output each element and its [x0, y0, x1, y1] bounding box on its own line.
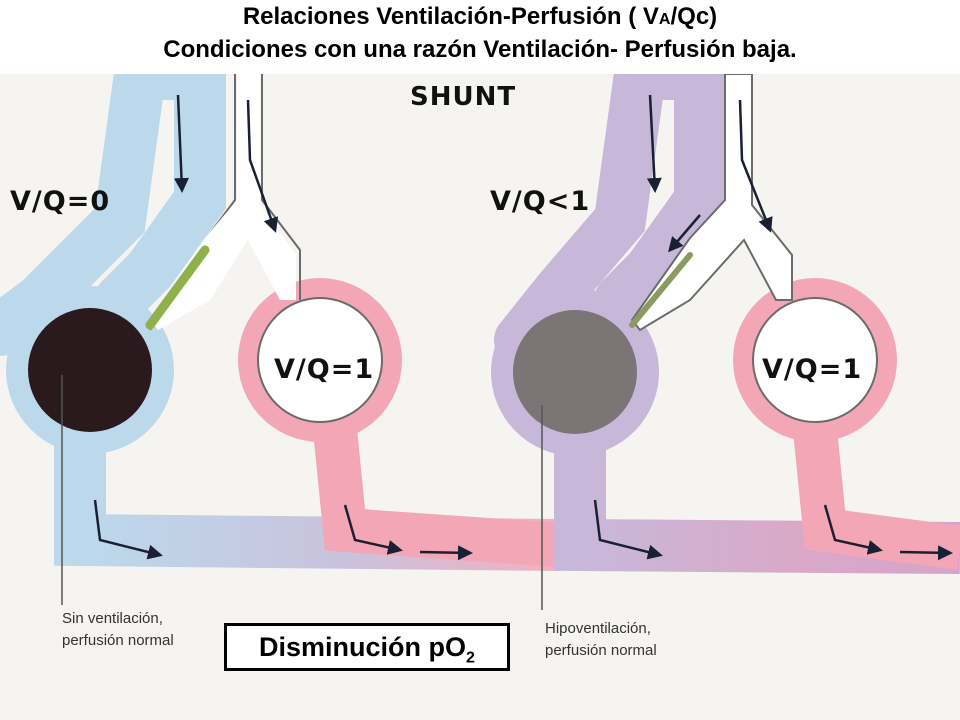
flow-arrow-right-5 — [823, 504, 883, 555]
flow-arrow-right-4 — [593, 499, 663, 560]
collapsed-alveolus — [28, 308, 152, 432]
airway-fill-right — [630, 74, 793, 332]
arterial-vessel-left — [313, 427, 562, 567]
caption-right: Hipoventilación, perfusión normal — [545, 618, 657, 662]
airway-fill-left — [150, 74, 296, 330]
slide-title-line2: Condiciones con una razón Ventilación- P… — [163, 36, 797, 63]
venous-vessel-right — [494, 74, 726, 366]
flow-arrow-left-4 — [343, 504, 403, 555]
ratio-label-left-blocked: V/Q=0 — [10, 186, 111, 217]
caption-left-line1: Sin ventilación, — [62, 610, 163, 627]
flow-arrow-right-3 — [668, 214, 701, 253]
ventilation-perfusion-figure — [0, 74, 960, 720]
venous-vessel-left — [0, 74, 226, 356]
ratio-label-right-normal: V/Q=1 — [762, 354, 863, 385]
flow-arrow-left-3 — [93, 499, 163, 560]
slide-title-line1: Relaciones Ventilación-Perfusión ( VA/Qc… — [0, 0, 960, 35]
left-panel — [0, 74, 562, 605]
flow-arrow-right-2 — [738, 99, 773, 233]
ratio-label-left-normal: V/Q=1 — [274, 354, 375, 385]
ventilated-alveolus-right — [752, 297, 878, 423]
flow-arrow-right-1 — [646, 94, 662, 193]
vq-diagram-svg — [0, 74, 960, 610]
title-suffix: /Qc) — [670, 3, 718, 30]
ratio-label-right-hypo: V/Q<1 — [490, 186, 591, 217]
flow-arrow-left-2 — [246, 99, 279, 233]
ventilated-alveolus-left — [257, 297, 383, 423]
title-subscript: A — [658, 11, 671, 28]
airway-obstruction — [145, 245, 210, 330]
arterial-vessel-right — [793, 427, 960, 570]
caption-right-line2: perfusión normal — [545, 642, 657, 659]
caption-right-line1: Hipoventilación, — [545, 620, 651, 637]
right-panel — [491, 74, 960, 610]
result-subscript: 2 — [466, 649, 475, 667]
partial-obstruction — [629, 252, 693, 328]
flow-arrow-left-1 — [174, 94, 189, 193]
title-prefix: Relaciones Ventilación-Perfusión ( V — [242, 3, 659, 30]
caption-left: Sin ventilación, perfusión normal — [62, 608, 174, 652]
title-block: Relaciones Ventilación-Perfusión ( VA/Qc… — [0, 0, 960, 76]
hypoventilated-alveolus — [513, 310, 637, 434]
caption-left-line2: perfusión normal — [62, 632, 174, 649]
shunt-heading: SHUNT — [410, 82, 517, 112]
result-text: Disminución pO — [259, 632, 467, 662]
flow-arrow-left-5 — [419, 545, 473, 561]
flow-arrow-right-6 — [899, 545, 953, 561]
result-box: Disminución pO2 — [224, 623, 510, 671]
